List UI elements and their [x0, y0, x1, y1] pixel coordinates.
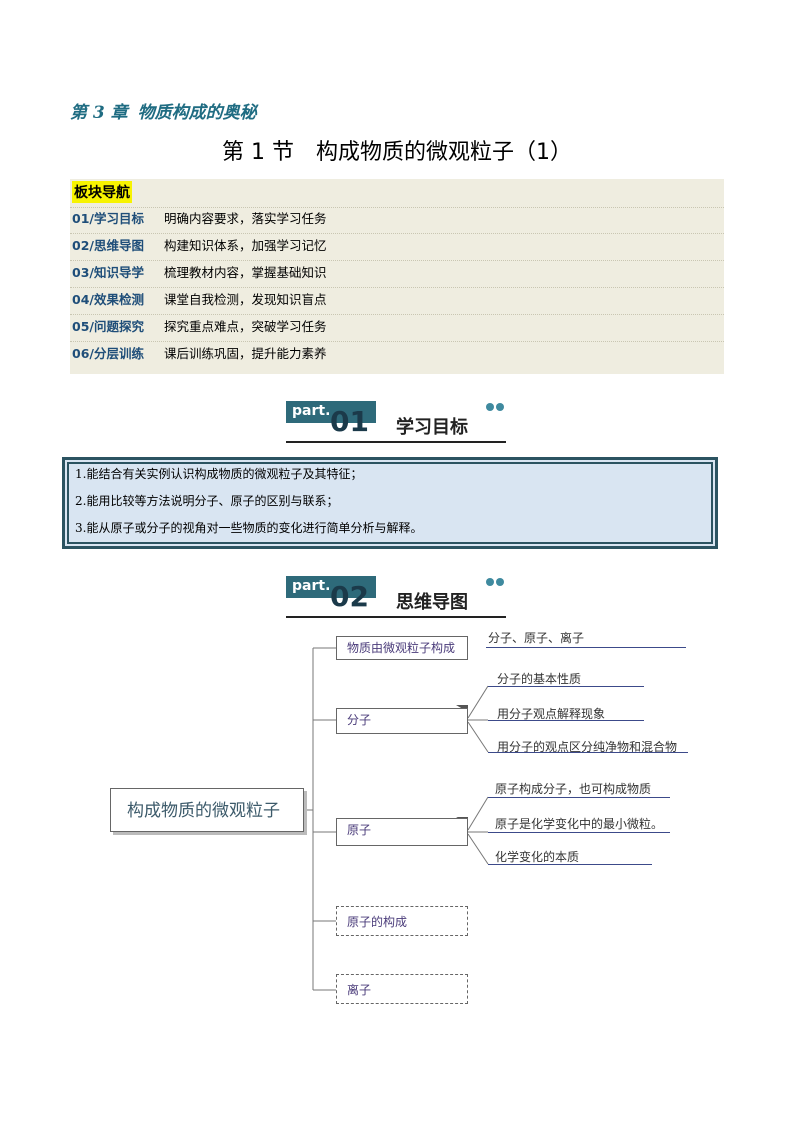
part-tab: part.	[286, 576, 376, 598]
divider	[70, 260, 724, 261]
nav-item: 03/知识导学 梳理教材内容，掌握基础知识	[72, 260, 722, 286]
part-label: 思维导图	[396, 592, 468, 613]
mindmap-branch: 原子	[336, 818, 468, 846]
chapter-heading: 第 3 章物质构成的奥秘	[70, 98, 267, 123]
leaf-underline	[488, 864, 652, 865]
mindmap-leaf: 用分子的观点区分纯净物和混合物	[497, 740, 678, 754]
divider	[70, 341, 724, 342]
nav-item: 02/思维导图 构建知识体系，加强学习记忆	[72, 233, 722, 259]
chapter-name: 物质构成的奥秘	[137, 103, 257, 123]
divider	[70, 207, 724, 208]
part-02-header: part. 02 思维导图	[286, 576, 506, 620]
mindmap-root: 构成物质的微观粒子	[110, 788, 304, 832]
mindmap-leaf: 用分子观点解释现象	[497, 707, 606, 721]
mindmap-leaf: 原子构成分子，也可构成物质	[495, 782, 652, 796]
divider	[70, 287, 724, 288]
part-number: 01	[330, 405, 369, 438]
part-tab: part.	[286, 401, 376, 423]
part-number: 02	[330, 580, 369, 613]
leaf-underline	[486, 647, 686, 648]
divider	[70, 314, 724, 315]
chapter-number: 第 3 章	[70, 103, 128, 123]
nav-item-desc: 梳理教材内容，掌握基础知识	[164, 265, 327, 280]
drop-icon	[486, 403, 494, 411]
leaf-underline	[488, 797, 670, 798]
nav-item: 05/问题探究 探究重点难点，突破学习任务	[72, 314, 722, 340]
mindmap-leaf: 分子的基本性质	[497, 672, 582, 686]
divider	[286, 441, 506, 443]
divider	[286, 616, 506, 618]
goal-item: 3.能从原子或分子的视角对一些物质的变化进行简单分析与解释。	[75, 521, 423, 535]
part-label: 学习目标	[396, 417, 468, 438]
goal-item: 1.能结合有关实例认识构成物质的微观粒子及其特征；	[75, 467, 363, 481]
nav-item-code: 03/知识导学	[72, 265, 144, 280]
leaf-underline	[488, 686, 644, 687]
learning-goals-box: 1.能结合有关实例认识构成物质的微观粒子及其特征； 2.能用比较等方法说明分子、…	[62, 457, 718, 549]
mindmap-leaf: 化学变化的本质	[495, 850, 580, 864]
part-01-header: part. 01 学习目标	[286, 401, 506, 445]
nav-item-code: 06/分层训练	[72, 346, 144, 361]
nav-item-desc: 明确内容要求，落实学习任务	[164, 211, 327, 226]
mindmap-leaf: 分子、原子、离子	[488, 631, 585, 645]
divider	[70, 233, 724, 234]
nav-item-code: 04/效果检测	[72, 292, 144, 307]
goals-inner-border	[67, 462, 713, 544]
nav-item-desc: 课后训练巩固，提升能力素养	[164, 346, 327, 361]
mindmap-branch: 物质由微观粒子构成	[336, 636, 468, 660]
leaf-underline	[488, 752, 688, 753]
drop-icon	[496, 578, 504, 586]
nav-item-code: 05/问题探究	[72, 319, 144, 334]
mindmap-branch: 分子	[336, 708, 468, 734]
nav-item-desc: 构建知识体系，加强学习记忆	[164, 238, 327, 253]
goal-item: 2.能用比较等方法说明分子、原子的区别与联系；	[75, 494, 339, 508]
nav-item-code: 01/学习目标	[72, 211, 144, 226]
mindmap-branch: 离子	[336, 974, 468, 1004]
nav-item: 01/学习目标 明确内容要求，落实学习任务	[72, 206, 722, 232]
nav-item-desc: 探究重点难点，突破学习任务	[164, 319, 327, 334]
drop-icon	[496, 403, 504, 411]
mindmap-branch: 原子的构成	[336, 906, 468, 936]
mindmap-leaf: 原子是化学变化中的最小微粒。	[495, 817, 664, 831]
nav-item-code: 02/思维导图	[72, 238, 144, 253]
drop-icon	[486, 578, 494, 586]
section-title: 第 1 节 构成物质的微观粒子（1）	[222, 140, 572, 165]
module-navigation-heading: 板块导航	[72, 181, 132, 203]
leaf-underline	[488, 720, 644, 721]
leaf-underline	[488, 832, 670, 833]
nav-item-desc: 课堂自我检测，发现知识盲点	[164, 292, 327, 307]
nav-item: 06/分层训练 课后训练巩固，提升能力素养	[72, 341, 722, 367]
nav-item: 04/效果检测 课堂自我检测，发现知识盲点	[72, 287, 722, 313]
